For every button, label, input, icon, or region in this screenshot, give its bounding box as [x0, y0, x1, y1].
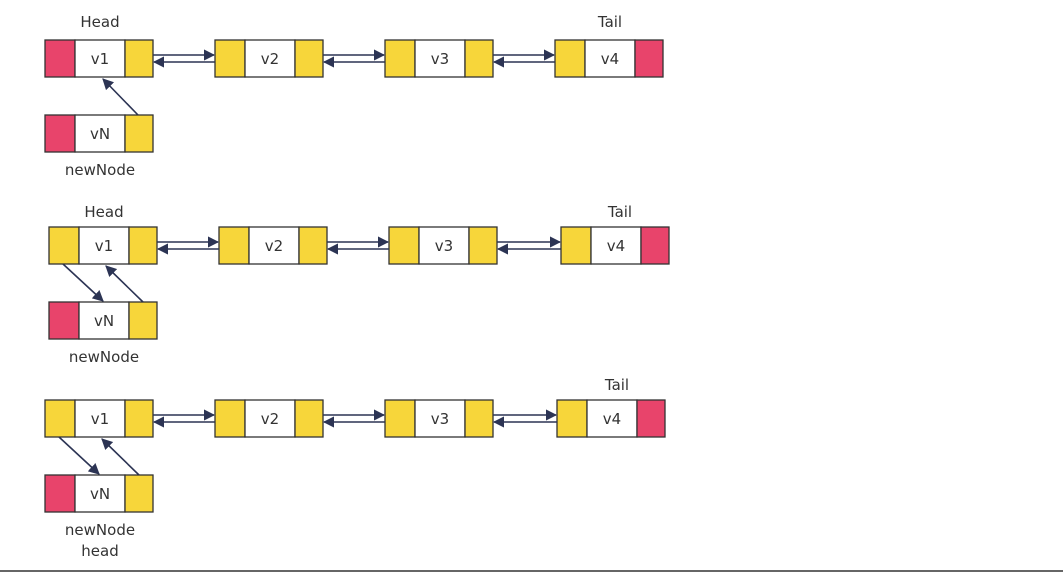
node-prev-pointer: [388, 226, 420, 265]
node-value-cell: [586, 399, 638, 438]
node-value: v4: [607, 237, 625, 255]
node-prev-pointer: [214, 399, 246, 438]
node-value: vN: [90, 125, 110, 143]
node-value: v4: [603, 410, 621, 428]
new-node: vN: [48, 301, 158, 340]
new-node-label: newNode: [65, 161, 135, 179]
node-prev-null-pointer: [44, 114, 76, 153]
node-prev-null-pointer: [44, 474, 76, 513]
node-v1: v1: [44, 39, 154, 78]
node-value-cell: [74, 399, 126, 438]
node-value-cell: [414, 39, 466, 78]
node-value: v3: [435, 237, 453, 255]
node-v3: v3: [388, 226, 498, 265]
node-prev-pointer: [44, 399, 76, 438]
node-v3: v3: [384, 39, 494, 78]
head-label: Head: [84, 203, 123, 221]
node-value-cell: [74, 39, 126, 78]
node-prev-pointer: [560, 226, 592, 265]
node-next-pointer: [464, 39, 494, 78]
node-v1: v1: [44, 399, 154, 438]
node-next-pointer: [298, 226, 328, 265]
node-prev-pointer: [556, 399, 588, 438]
node-v2: v2: [218, 226, 328, 265]
new-node-next-arrow: [101, 438, 140, 476]
node-v2: v2: [214, 399, 324, 438]
new-node: vN: [44, 114, 154, 153]
node-value: v1: [91, 410, 109, 428]
node-value: vN: [90, 485, 110, 503]
node-next-pointer: [128, 301, 158, 340]
node-value: v3: [431, 410, 449, 428]
node-v4: v4: [554, 39, 664, 78]
node-v4: v4: [556, 399, 666, 438]
node-next-null-pointer: [634, 39, 664, 78]
node-value: v3: [431, 50, 449, 68]
tail-label: Tail: [604, 376, 629, 394]
node-v2: v2: [214, 39, 324, 78]
diagram-step-3: Tail v1 v2 v3 v4: [44, 376, 666, 560]
node-next-pointer: [124, 39, 154, 78]
node-value-cell: [248, 226, 300, 265]
new-node-head-label: head: [81, 542, 118, 560]
node-prev-pointer: [48, 226, 80, 265]
node-next-pointer: [294, 399, 324, 438]
tail-label: Tail: [607, 203, 632, 221]
head-label: Head: [80, 13, 119, 31]
node-prev-pointer: [218, 226, 250, 265]
node-value-cell: [78, 226, 130, 265]
node-next-pointer: [124, 399, 154, 438]
node-prev-null-pointer: [44, 39, 76, 78]
node-prev-null-pointer: [48, 301, 80, 340]
v1-prev-arrow-to-new-node: [58, 436, 100, 475]
node-v1: v1: [48, 226, 158, 265]
new-node-next-arrow: [102, 78, 139, 116]
node-value-cell: [78, 301, 130, 340]
node-next-pointer: [124, 474, 154, 513]
node-next-pointer: [128, 226, 158, 265]
node-value: v2: [261, 410, 279, 428]
node-value: v4: [601, 50, 619, 68]
node-value: vN: [94, 312, 114, 330]
node-value-cell: [414, 399, 466, 438]
node-value-cell: [74, 474, 126, 513]
node-value: v2: [265, 237, 283, 255]
tail-label: Tail: [597, 13, 622, 31]
node-value-cell: [418, 226, 470, 265]
node-next-pointer: [468, 226, 498, 265]
new-node-next-arrow: [105, 265, 144, 303]
node-value-cell: [244, 39, 296, 78]
diagram-step-1: Head Tail v1 v2 v3 v4: [44, 13, 664, 179]
node-next-pointer: [124, 114, 154, 153]
node-v4: v4: [560, 226, 670, 265]
node-prev-pointer: [554, 39, 586, 78]
node-next-null-pointer: [636, 399, 666, 438]
node-prev-pointer: [384, 399, 416, 438]
node-v3: v3: [384, 399, 494, 438]
diagram-step-2: Head Tail v1 v2 v3 v4: [48, 203, 670, 366]
node-prev-pointer: [214, 39, 246, 78]
new-node: vN: [44, 474, 154, 513]
node-prev-pointer: [384, 39, 416, 78]
node-next-null-pointer: [640, 226, 670, 265]
new-node-label: newNode: [65, 521, 135, 539]
node-value-cell: [590, 226, 642, 265]
node-value-cell: [74, 114, 126, 153]
node-value: v2: [261, 50, 279, 68]
node-next-pointer: [464, 399, 494, 438]
v1-prev-arrow-to-new-node: [62, 263, 104, 302]
new-node-label: newNode: [69, 348, 139, 366]
node-value: v1: [95, 237, 113, 255]
node-next-pointer: [294, 39, 324, 78]
node-value: v1: [91, 50, 109, 68]
